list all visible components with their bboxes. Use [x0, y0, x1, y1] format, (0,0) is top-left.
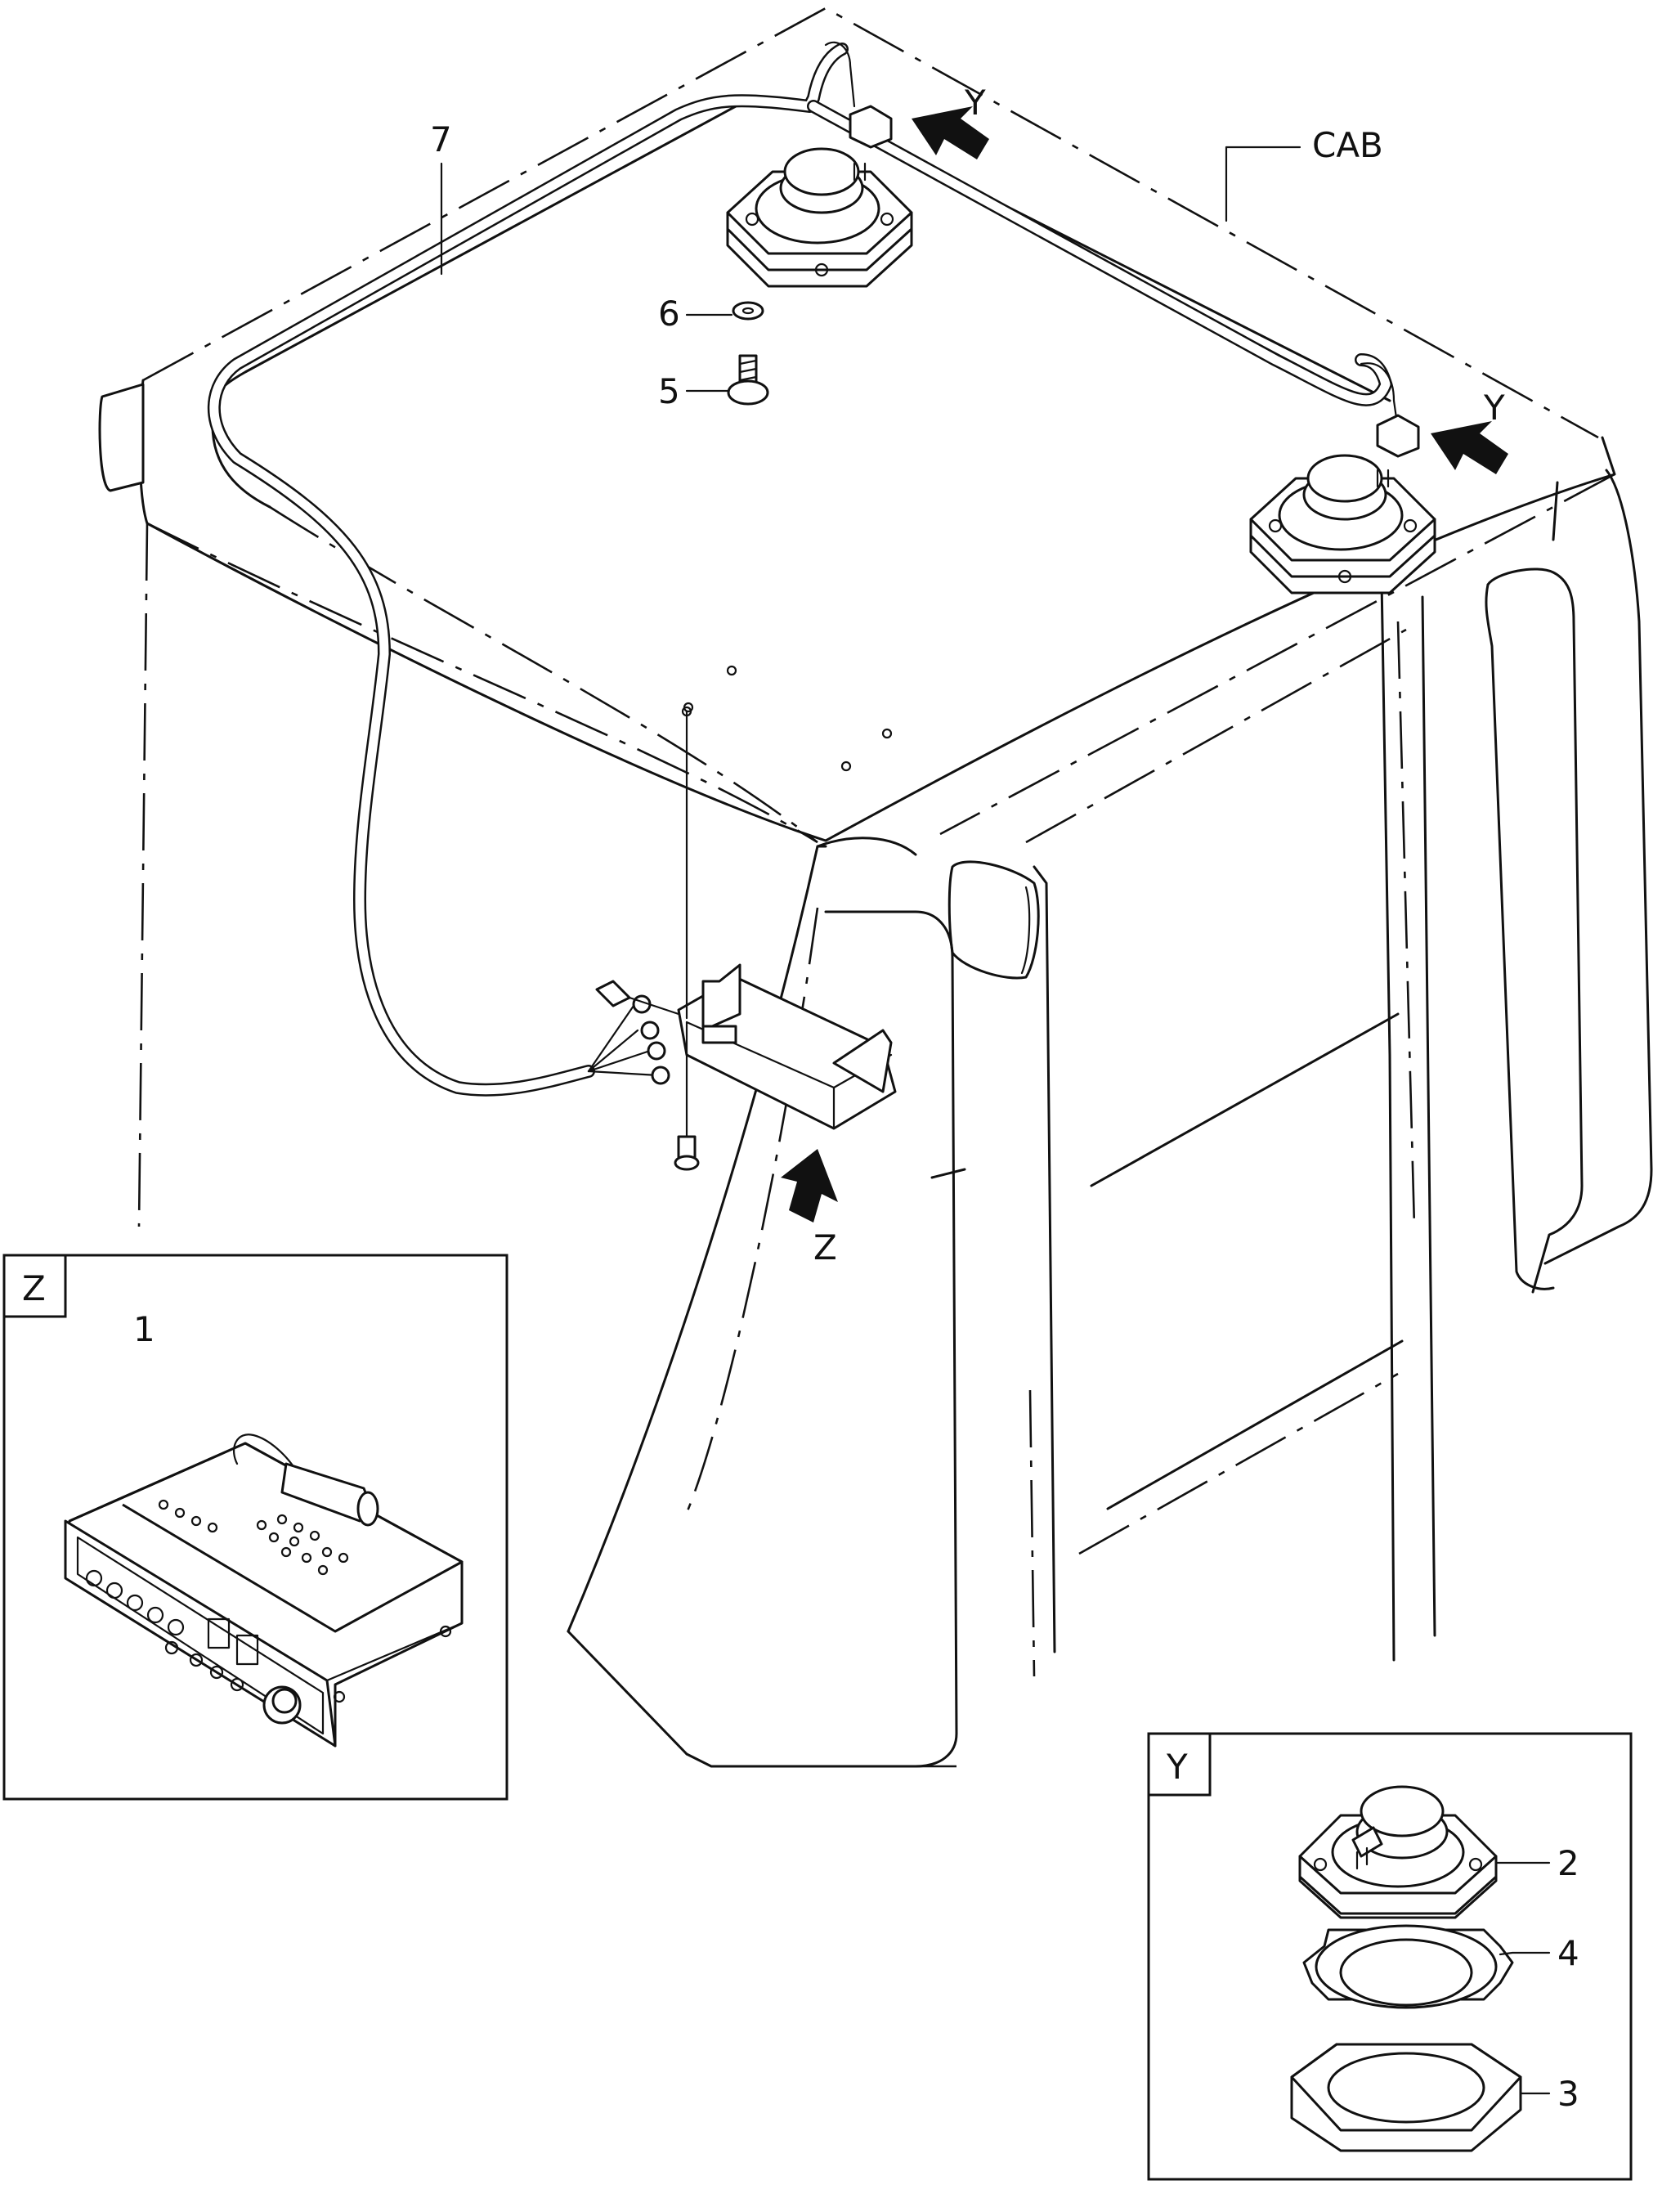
label-item-2: 2 [1557, 1843, 1579, 1883]
view-arrow-icon-z [781, 1149, 838, 1223]
label-view-y-top: Y [964, 83, 986, 123]
cab-body [137, 469, 1653, 1768]
screw-5 [727, 354, 769, 406]
view-arrow-icon-y1 [912, 106, 989, 159]
speaker-unit-2 [1298, 1785, 1498, 1919]
label-item-5: 5 [658, 371, 680, 411]
radio-knob [262, 1685, 302, 1725]
label-view-y-right: Y [1483, 388, 1505, 428]
speaker-frame-3 [1290, 2043, 1522, 2152]
inset-z [2, 1254, 508, 1801]
speaker-icon-right [1249, 454, 1436, 594]
label-item-7: 7 [430, 119, 452, 159]
label-item-1: 1 [133, 1309, 155, 1349]
radio-icon [64, 1433, 464, 1748]
harness-7 [207, 41, 1420, 1097]
speaker-icon [726, 147, 913, 288]
label-cab: CAB [1312, 125, 1383, 165]
radio-buttons [85, 1569, 259, 1692]
label-inset-y: Y [1166, 1747, 1188, 1787]
label-item-4: 4 [1557, 1933, 1579, 1973]
view-arrow-icon-y2 [1431, 421, 1508, 474]
speaker-gasket-4 [1302, 1924, 1514, 2009]
label-item-6: 6 [658, 294, 680, 334]
radio-bracket [595, 706, 897, 1171]
washer-6 [732, 301, 764, 321]
inset-y [1147, 1732, 1633, 2181]
radio-speaker-grille [158, 1499, 349, 1576]
label-item-3: 3 [1557, 2074, 1579, 2114]
label-view-z-arrow: Z [813, 1227, 837, 1267]
label-inset-z: Z [22, 1268, 46, 1308]
